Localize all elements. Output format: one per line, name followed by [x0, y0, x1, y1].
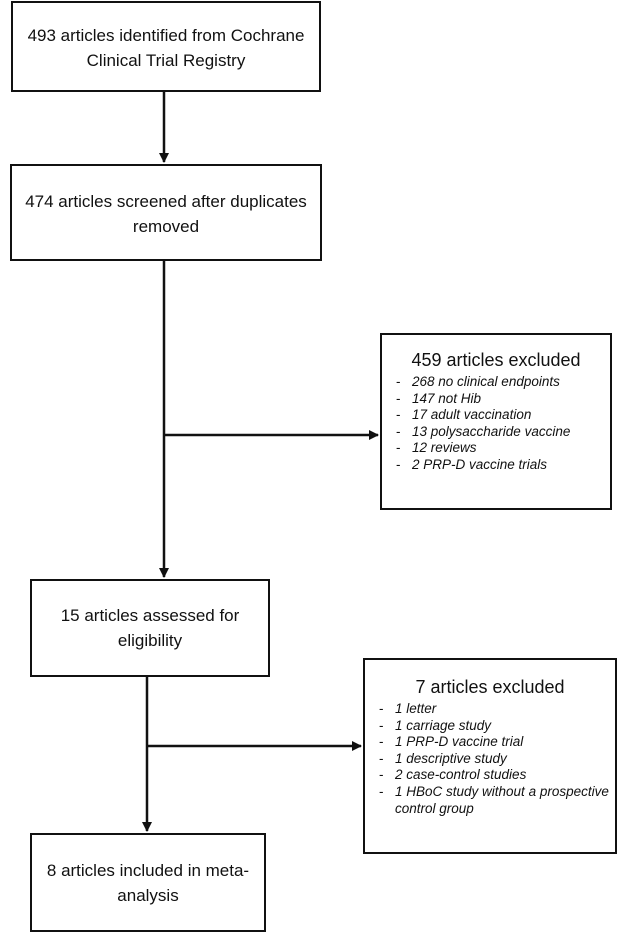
excluded-1-list: -268 no clinical endpoints -147 not Hib … [396, 374, 570, 474]
list-item: -1 PRP-D vaccine trial [379, 734, 524, 750]
list-item: -1 descriptive study [379, 750, 507, 766]
excluded-2-reason: 1 carriage study [395, 717, 492, 733]
list-item: -2 case-control studies [379, 767, 527, 783]
list-item: -12 reviews [396, 440, 477, 456]
excluded-2-reason: 1 HBoC study without a prospective contr… [395, 783, 609, 816]
list-item: -2 PRP-D vaccine trials [396, 456, 548, 472]
identified-text: 493 articles identified from Cochrane Cl… [27, 26, 305, 70]
excluded-1-reason: 268 no clinical endpoints [412, 374, 560, 389]
excluded-1-reason: 17 adult vaccination [412, 407, 532, 423]
excluded-2-reason: 1 PRP-D vaccine trial [395, 734, 524, 750]
list-item: -1 carriage study [379, 717, 492, 733]
list-item: -1 letter [379, 701, 437, 716]
excluded-2-title: 7 articles excluded [415, 677, 565, 697]
excluded-1-reason: 2 PRP-D vaccine trials [412, 456, 548, 472]
excluded-1-reason: 13 polysaccharide vaccine [412, 423, 571, 439]
list-item: -268 no clinical endpoints [396, 374, 560, 389]
screened-text: 474 articles screened after duplicates r… [25, 192, 307, 236]
list-item: -147 not Hib [396, 390, 482, 406]
included-text: 8 articles included in meta-analysis [46, 861, 250, 905]
excluded-2-reason: 1 descriptive study [395, 750, 507, 766]
excluded-1-title: 459 articles excluded [411, 350, 581, 370]
excluded-2-reason: 2 case-control studies [395, 767, 527, 783]
excluded-2-list: -1 letter -1 carriage study -1 PRP-D vac… [379, 701, 617, 817]
excluded-box-2: 7 articles excluded -1 letter -1 carriag… [363, 658, 617, 854]
included-box: 8 articles included in meta-analysis [30, 833, 266, 932]
excluded-1-reason: 147 not Hib [412, 390, 482, 406]
screened-box: 474 articles screened after duplicates r… [10, 164, 322, 261]
assessed-text: 15 articles assessed for eligibility [60, 606, 240, 650]
assessed-box: 15 articles assessed for eligibility [30, 579, 270, 677]
list-item: -13 polysaccharide vaccine [396, 423, 571, 439]
excluded-1-reason: 12 reviews [412, 440, 477, 456]
list-item: -17 adult vaccination [396, 407, 532, 423]
list-item: -1 HBoC study without a prospective cont… [379, 783, 609, 816]
excluded-2-reason: 1 letter [395, 701, 437, 716]
excluded-box-1: 459 articles excluded -268 no clinical e… [380, 333, 612, 510]
identified-box: 493 articles identified from Cochrane Cl… [11, 1, 321, 92]
